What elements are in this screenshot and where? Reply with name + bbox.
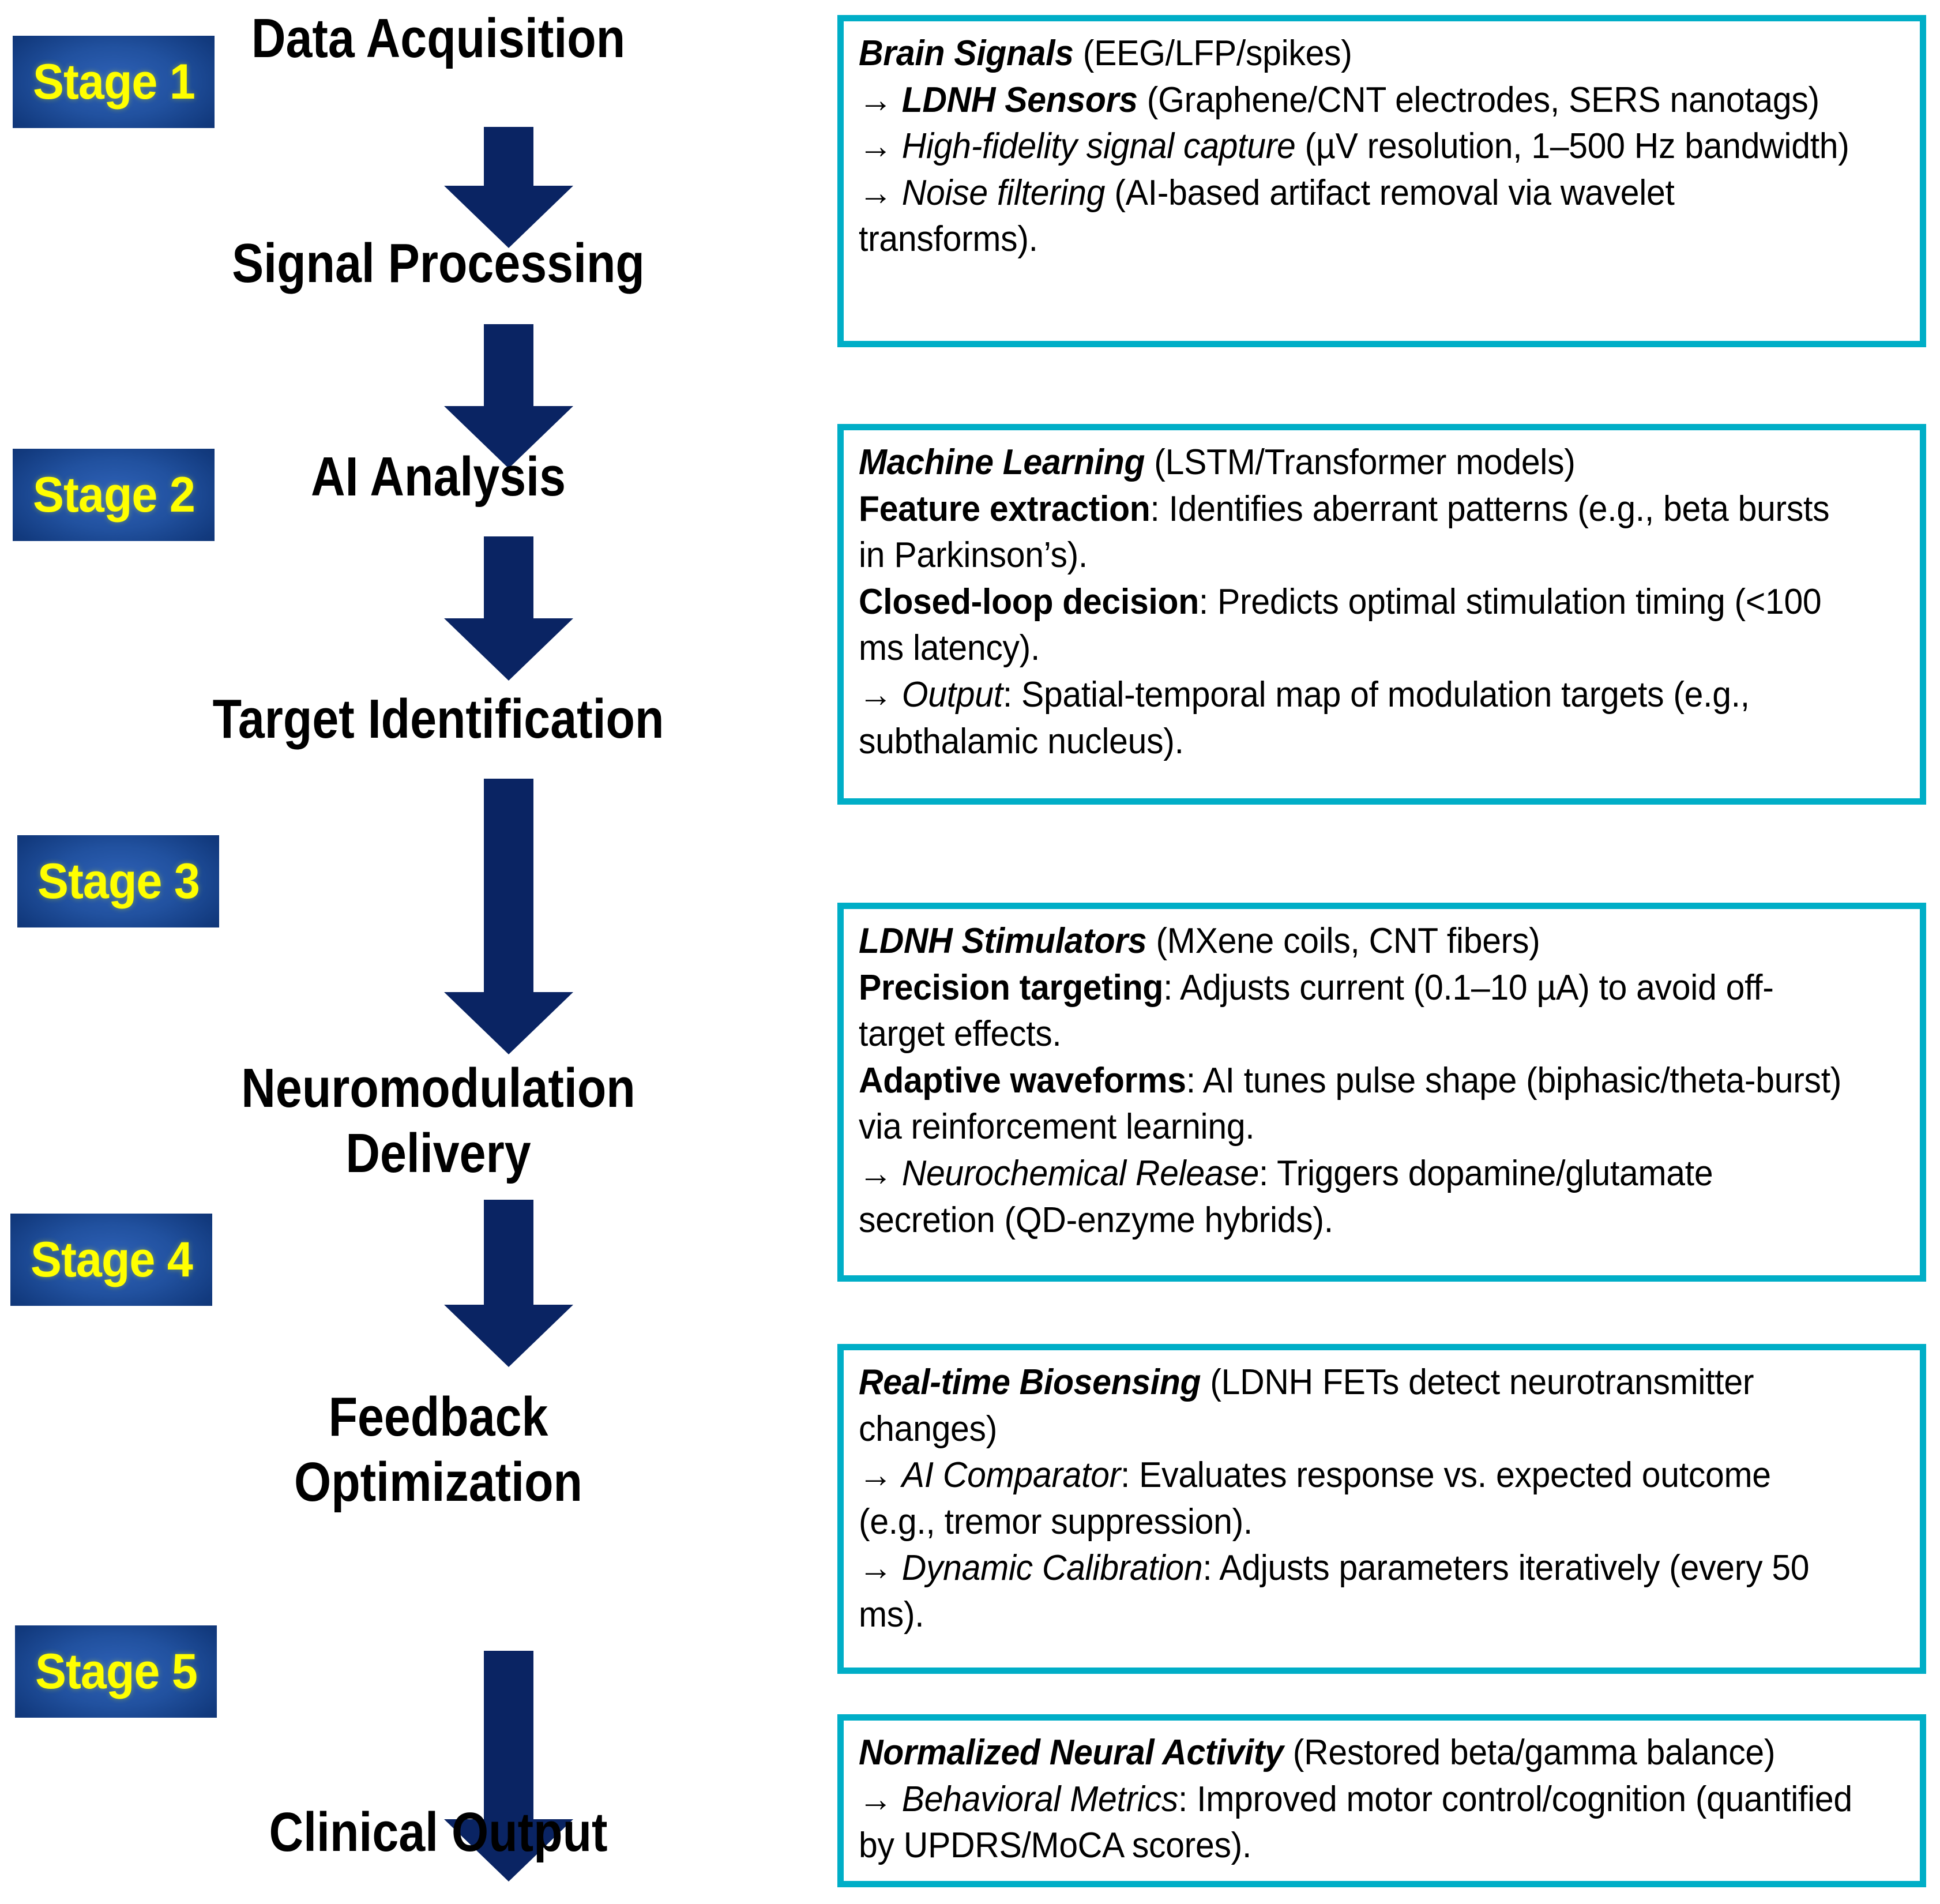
info-line-rest: : Adjusts parameters iteratively (every … [859, 1548, 1810, 1635]
flow-arrow-2 [444, 324, 573, 468]
info-line: → Noise filtering (AI-based artifact rem… [859, 170, 1852, 263]
flow-arrow-4 [444, 779, 573, 1054]
arrow-head-icon [444, 406, 573, 468]
info-line-lead: Dynamic Calibration [901, 1548, 1203, 1588]
arrow-head-icon [444, 618, 573, 681]
info-line-rest: : AI tunes pulse shape (biphasic/theta-b… [859, 1060, 1842, 1147]
info-line: Real-time Biosensing (LDNH FETs detect n… [859, 1360, 1852, 1452]
flow-node-neuromodulation-delivery: Neuromodulation Delivery [241, 1057, 636, 1185]
info-line-rest: : Identifies aberrant patterns (e.g., be… [859, 489, 1830, 576]
info-line-rest: (LSTM/Transformer models) [1145, 442, 1576, 482]
right-arrow-icon: → [859, 1779, 902, 1819]
stage-badge-1: Stage 1 [13, 36, 215, 128]
flow-arrow-5 [444, 1200, 573, 1367]
stage-badge-2: Stage 2 [13, 449, 215, 541]
flow-node-signal-processing: Signal Processing [232, 232, 645, 294]
info-line-lead: Behavioral Metrics [901, 1779, 1179, 1819]
flow-arrow-1 [444, 127, 573, 248]
info-line-lead: Adaptive waveforms [859, 1060, 1186, 1101]
right-arrow-icon: → [859, 126, 902, 167]
info-line: → Behavioral Metrics: Improved motor con… [859, 1777, 1852, 1869]
info-line: Closed-loop decision: Predicts optimal s… [859, 579, 1852, 672]
info-line-lead: Noise filtering [901, 172, 1106, 213]
info-line: → Neurochemical Release: Triggers dopami… [859, 1151, 1852, 1244]
arrow-shaft [484, 779, 533, 997]
info-line-lead: Real-time Biosensing [859, 1362, 1201, 1402]
info-line-rest: : Evaluates response vs. expected outcom… [859, 1455, 1771, 1542]
info-box-stimulators: LDNH Stimulators (MXene coils, CNT fiber… [837, 903, 1926, 1282]
info-line: → Dynamic Calibration: Adjusts parameter… [859, 1545, 1852, 1638]
stage-badge-5: Stage 5 [15, 1625, 217, 1718]
info-box-biosensing: Real-time Biosensing (LDNH FETs detect n… [837, 1344, 1926, 1674]
info-line-lead: AI Comparator [901, 1455, 1121, 1496]
info-line-lead: High-fidelity signal capture [901, 126, 1296, 167]
info-line-rest: (MXene coils, CNT fibers) [1146, 921, 1540, 961]
flow-node-ai-analysis: AI Analysis [310, 446, 566, 508]
arrow-head-icon [444, 1305, 573, 1367]
info-box-acquisition: Brain Signals (EEG/LFP/spikes)→ LDNH Sen… [837, 15, 1926, 347]
arrow-head-icon [444, 186, 573, 248]
flow-arrow-3 [444, 536, 573, 681]
info-line: Machine Learning (LSTM/Transformer model… [859, 440, 1852, 486]
arrow-head-icon [444, 992, 573, 1054]
flow-node-feedback-optimization: Feedback Optimization [294, 1386, 582, 1514]
flow-node-target-identification: Target Identification [212, 688, 664, 750]
info-line-rest: (Restored beta/gamma balance) [1283, 1733, 1776, 1772]
info-line-rest: (EEG/LFP/spikes) [1073, 33, 1352, 73]
flow-arrow-6 [444, 1651, 573, 1882]
info-line-rest: : Predicts optimal stimulation timing (<… [859, 581, 1822, 669]
right-arrow-icon: → [859, 172, 902, 213]
right-arrow-icon: → [859, 1548, 902, 1588]
info-line-rest: (AI-based artifact removal via wavelet t… [859, 172, 1675, 260]
arrow-shaft [484, 127, 533, 190]
info-line-rest: : Triggers dopamine/glutamate secretion … [859, 1153, 1713, 1240]
info-line-lead: LDNH Stimulators [859, 921, 1147, 961]
flow-node-data-acquisition: Data Acquisition [251, 7, 626, 69]
info-line: → LDNH Sensors (Graphene/CNT electrodes,… [859, 77, 1852, 124]
info-line-rest: (Graphene/CNT electrodes, SERS nanotags) [1137, 80, 1819, 120]
info-line: → High-fidelity signal capture (µV resol… [859, 123, 1852, 170]
info-line: Precision targeting: Adjusts current (0.… [859, 965, 1852, 1058]
stage-badge-label: Stage 3 [37, 853, 200, 909]
right-arrow-icon: → [859, 1455, 902, 1496]
arrow-shaft [484, 536, 533, 623]
right-arrow-icon: → [859, 674, 902, 715]
info-line-rest: : Adjusts current (0.1–10 µA) to avoid o… [859, 967, 1774, 1054]
info-line: Brain Signals (EEG/LFP/spikes) [859, 31, 1852, 77]
stage-badge-label: Stage 2 [32, 467, 195, 523]
info-line-lead: LDNH Sensors [901, 80, 1138, 120]
info-box-clinical: Normalized Neural Activity (Restored bet… [837, 1714, 1926, 1887]
arrow-head-icon [444, 1819, 573, 1882]
info-line-lead: Feature extraction [859, 489, 1151, 529]
info-line: Adaptive waveforms: AI tunes pulse shape… [859, 1058, 1852, 1151]
stage-badge-3: Stage 3 [17, 835, 219, 927]
stage-badge-4: Stage 4 [10, 1214, 212, 1306]
info-line-lead: Brain Signals [859, 33, 1074, 73]
info-line-rest: : Improved motor control/cognition (quan… [859, 1779, 1852, 1866]
arrow-shaft [484, 1200, 533, 1309]
info-line-rest: (LDNH FETs detect neurotransmitter chang… [859, 1362, 1754, 1449]
info-line-lead: Precision targeting [859, 967, 1164, 1008]
info-line-lead: Neurochemical Release [901, 1153, 1260, 1193]
info-line-lead: Output [901, 674, 1003, 715]
flow-node-clinical-output: Clinical Output [269, 1801, 608, 1863]
info-line: → Output: Spatial-temporal map of modula… [859, 672, 1852, 765]
info-line: Feature extraction: Identifies aberrant … [859, 486, 1852, 579]
info-line-lead: Machine Learning [859, 442, 1145, 482]
stage-badge-label: Stage 1 [32, 54, 195, 110]
info-line: LDNH Stimulators (MXene coils, CNT fiber… [859, 918, 1852, 965]
arrow-shaft [484, 1651, 533, 1824]
info-line-lead: Normalized Neural Activity [859, 1733, 1284, 1772]
info-line-lead: Closed-loop decision [859, 581, 1199, 622]
right-arrow-icon: → [859, 80, 902, 120]
info-line: → AI Comparator: Evaluates response vs. … [859, 1452, 1852, 1545]
info-line-rest: (µV resolution, 1–500 Hz bandwidth) [1295, 126, 1849, 167]
info-box-ai-analysis: Machine Learning (LSTM/Transformer model… [837, 424, 1926, 805]
arrow-shaft [484, 324, 533, 411]
info-line: Normalized Neural Activity (Restored bet… [859, 1730, 1852, 1777]
stage-badge-label: Stage 4 [30, 1231, 193, 1287]
info-line-rest: : Spatial-temporal map of modulation tar… [859, 674, 1750, 761]
stage-badge-label: Stage 5 [35, 1643, 197, 1699]
right-arrow-icon: → [859, 1153, 902, 1193]
